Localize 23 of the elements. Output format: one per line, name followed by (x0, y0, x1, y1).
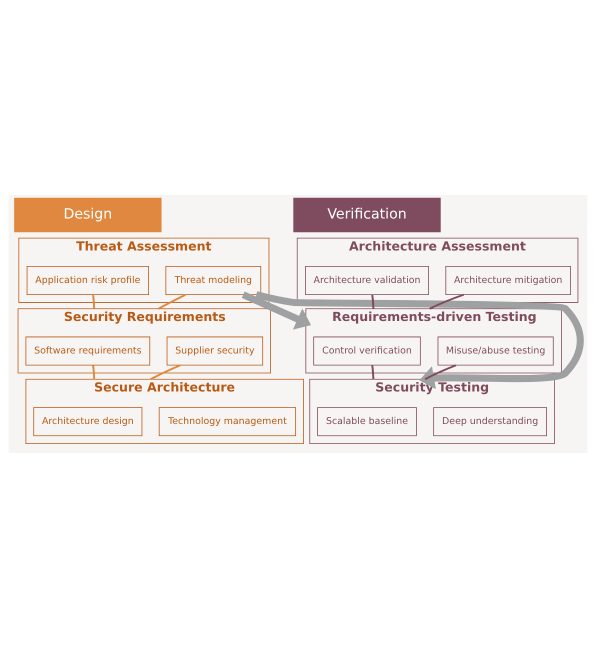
node-box: Architecture design (33, 407, 142, 436)
connector (92, 294, 96, 309)
arrow (255, 291, 584, 390)
connector (150, 364, 181, 380)
connector (429, 294, 464, 310)
node-box: Scalable baseline (317, 407, 417, 436)
node-box: Control verification (313, 336, 421, 366)
node-box: Threat modeling (165, 266, 262, 295)
node-box: Verification (293, 198, 441, 232)
node-box: Architecture validation (305, 266, 429, 295)
connector (424, 364, 456, 380)
node-box: Architecture mitigation (445, 266, 571, 295)
node-box: Misuse/abuse testing (438, 336, 554, 366)
node-box: Supplier security (166, 336, 264, 366)
node-box: Application risk profile (26, 266, 149, 295)
node-box: Technology management (158, 407, 296, 436)
connector (371, 365, 374, 380)
node-box: Deep understanding (433, 407, 547, 436)
connector (371, 294, 374, 309)
arrow (242, 291, 312, 330)
node-box: Software requirements (26, 336, 150, 366)
connector (92, 365, 96, 380)
node-box: Design (14, 198, 162, 232)
